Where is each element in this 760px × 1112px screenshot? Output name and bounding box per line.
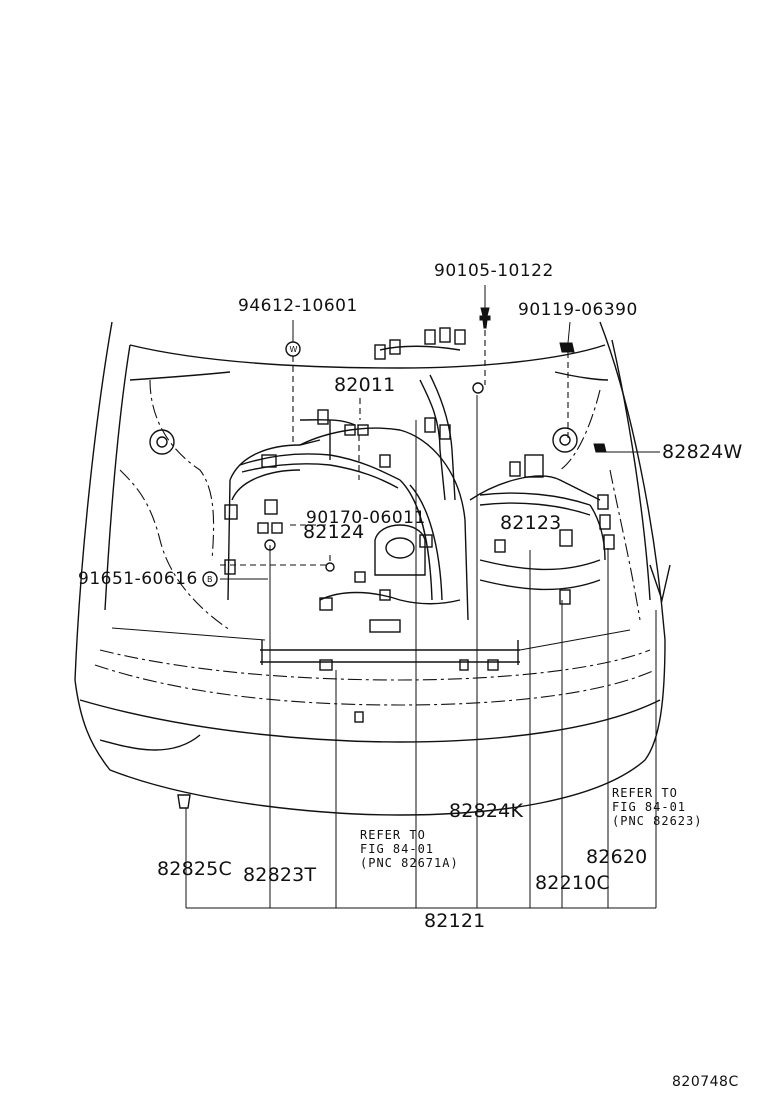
part-label-82824K: 82824K	[449, 800, 524, 822]
note-right-line3: (PNC 82623)	[612, 814, 703, 828]
strut-towers	[119, 379, 641, 631]
note-right-line1: REFER TO	[612, 786, 678, 800]
part-label-82824W: 82824W	[662, 441, 743, 463]
part-label-90105-10122: 90105-10122	[434, 261, 554, 281]
part-label-82121: 82121	[424, 910, 486, 932]
reference-note-right: REFER TO FIG 84-01 (PNC 82623)	[612, 786, 702, 828]
part-label-90119-06390: 90119-06390	[518, 300, 638, 320]
leader-lines	[185, 285, 660, 909]
figure-id: 820748C	[672, 1074, 739, 1090]
note-center-line1: REFER TO	[360, 828, 426, 842]
part-label-82823T: 82823T	[243, 864, 317, 886]
part-label-90170-06011: 90170-06011	[306, 508, 426, 528]
bumper	[74, 627, 666, 816]
part-label-91651-60616: 91651-60616	[78, 569, 198, 589]
part-label-82210C: 82210C	[535, 872, 610, 894]
part-label-82123: 82123	[500, 512, 562, 534]
part-label-82825C: 82825C	[157, 858, 232, 880]
note-center-line3: (PNC 82671A)	[360, 856, 459, 870]
part-label-82620: 82620	[586, 846, 648, 868]
note-right-line2: FIG 84-01	[612, 800, 687, 814]
part-label-82124: 82124	[303, 521, 365, 543]
badge-w-text: W	[290, 345, 298, 354]
part-label-94612-10601: 94612-10601	[238, 296, 358, 316]
hood-outline	[74, 321, 666, 681]
fasteners: W B	[177, 307, 671, 809]
engine-block	[227, 427, 601, 665]
connectors	[224, 327, 615, 723]
part-label-82011: 82011	[334, 374, 396, 396]
reference-note-center: REFER TO FIG 84-01 (PNC 82671A)	[360, 828, 459, 870]
badge-b-text: B	[207, 575, 213, 584]
note-center-line2: FIG 84-01	[360, 842, 435, 856]
